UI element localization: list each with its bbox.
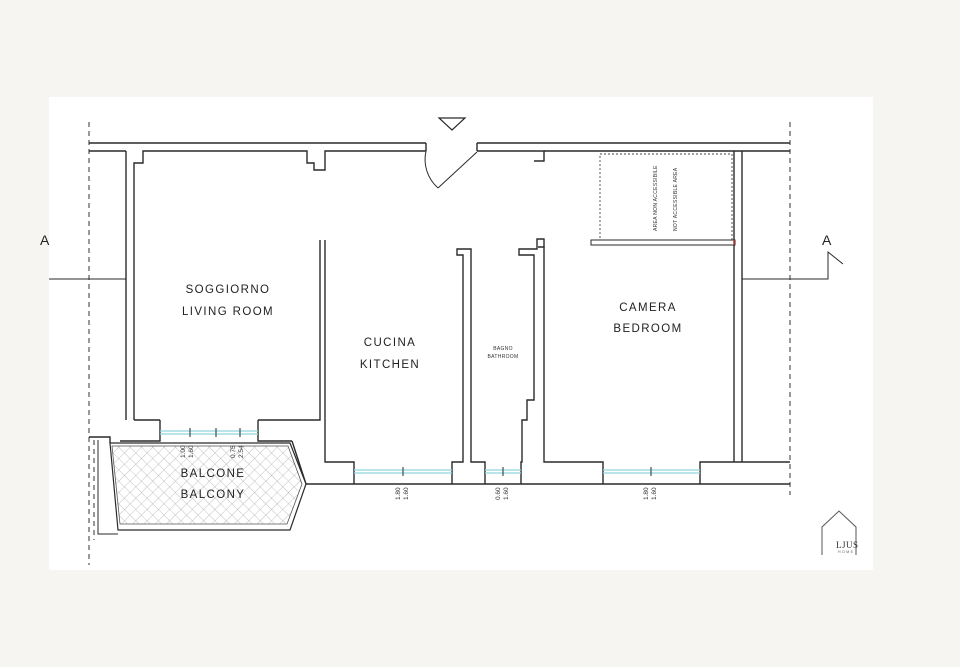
- dimension-labels: 1.00 1.60 0.75 2.54 1.80 1.60 0.60 1.60 …: [180, 445, 658, 500]
- section-mark-left: A: [40, 232, 50, 248]
- non-accessible-area-edge: [590, 239, 736, 246]
- dim-balcony-a-1: 1.00: [180, 445, 187, 458]
- windows: [160, 428, 700, 476]
- dim-bathroom-2: 1.60: [503, 487, 510, 500]
- bedroom-walls: [544, 150, 743, 462]
- section-line-left: A: [40, 232, 126, 280]
- dim-balcony-b-2: 2.54: [238, 445, 245, 458]
- kitchen-label-en: KITCHEN: [360, 359, 420, 371]
- living-room-walls: [133, 150, 426, 420]
- kitchen-label-it: CUCINA: [364, 337, 417, 349]
- bathroom-label-it: BAGNO: [493, 346, 513, 352]
- balcony-label-it: BALCONE: [181, 468, 246, 480]
- outer-wall-top: [89, 142, 790, 152]
- ljus-home-logo: LJUS HOME: [821, 510, 859, 555]
- dim-bedroom-2: 1.60: [651, 487, 658, 500]
- bedroom-label-it: CAMERA: [619, 302, 677, 314]
- restricted-area-label-it: AREA NON ACCESSIBILE: [653, 165, 659, 231]
- logo-name: LJUS: [836, 540, 859, 550]
- dim-bathroom-1: 0.60: [495, 487, 502, 500]
- balcony-tiles: [111, 445, 303, 525]
- restricted-area-label-en: NOT ACCESSIBLE AREA: [673, 167, 679, 231]
- entry-door: [424, 143, 478, 189]
- dim-kitchen-2: 1.60: [403, 487, 410, 500]
- balcony-label-en: BALCONY: [181, 489, 246, 501]
- bedroom-label-en: BEDROOM: [613, 323, 682, 335]
- entrance-arrow-icon: [437, 117, 467, 131]
- section-mark-right: A: [822, 232, 832, 248]
- dim-kitchen-1: 1.80: [395, 487, 402, 500]
- dim-balcony-a-2: 1.60: [188, 445, 195, 458]
- bathroom-label-en: BATHROOM: [488, 354, 519, 360]
- living-room-label-en: LIVING ROOM: [182, 306, 274, 318]
- logo-sub: HOME: [838, 550, 855, 554]
- section-line-right: A: [742, 232, 844, 280]
- dim-bedroom-1: 1.80: [643, 487, 650, 500]
- bathroom-walls: [477, 150, 545, 162]
- dim-balcony-b-1: 0.75: [230, 445, 237, 458]
- living-room-label-it: SOGGIORNO: [186, 284, 271, 296]
